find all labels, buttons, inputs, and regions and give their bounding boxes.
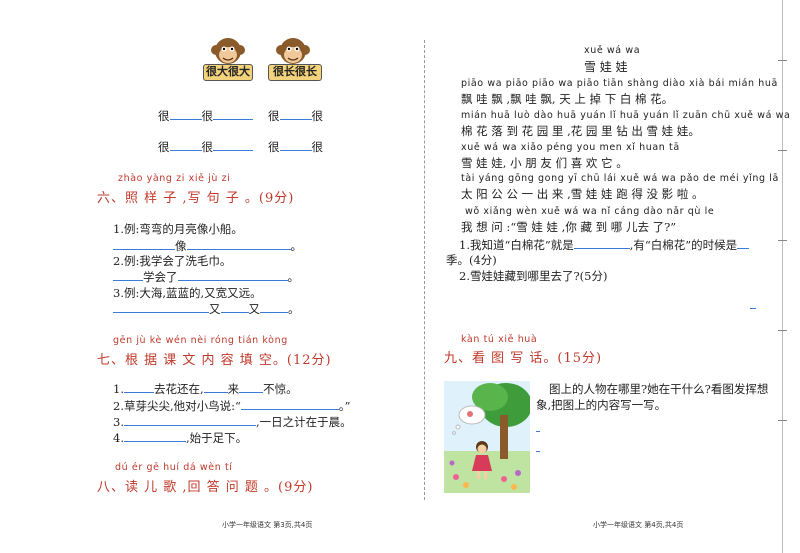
poem-line-2-pinyin: mián huā luò dào huā yuán lǐ huā yuán lǐ… <box>461 110 791 121</box>
section8-title: 八、读 儿 歌 ,回 答 问 题 。(9分) <box>97 480 314 495</box>
answer-line-mark <box>536 451 540 452</box>
fill-row-2b: 很很 <box>268 139 323 154</box>
blank-line[interactable] <box>113 238 175 250</box>
poem-line-3: 雪 娃 娃, 小 朋 友 们 喜 欢 它 。 <box>461 156 628 170</box>
example-2-answer: 学会了。 <box>113 269 299 285</box>
page-footer-right: 小学一年级语文 第4页,共4页 <box>593 521 684 529</box>
poem-line-4: 太 阳 公 公 一 出 来 ,雪 娃 娃 跑 得 没 影 啦 。 <box>461 187 704 201</box>
blank-line[interactable] <box>123 430 186 442</box>
question-7-2: 2.草芽尖尖,他对小鸟说:“。” <box>113 398 351 413</box>
blank-line[interactable] <box>279 108 312 120</box>
section8-pinyin: dú ér gē huí dá wèn tí <box>115 462 233 473</box>
blank-line[interactable] <box>177 269 288 281</box>
blank-line[interactable] <box>220 301 249 313</box>
blank-line[interactable] <box>213 139 253 151</box>
poem-line-4-pinyin: tài yáng gōng gong yī chū lái xuě wá wa … <box>461 173 779 184</box>
poem-question-2: 2.雪娃娃藏到哪里去了?(5分) <box>459 269 608 283</box>
question-7-4: 4.,始于足下。 <box>113 430 248 445</box>
page-footer-left: 小学一年级语文 第3页,共4页 <box>222 521 313 529</box>
example-1-answer: 像。 <box>113 238 302 254</box>
binding-tick <box>778 240 787 241</box>
blank-line[interactable] <box>240 398 339 410</box>
phrase-tag-1: 很大很大 <box>203 64 253 81</box>
blank-line[interactable] <box>213 108 253 120</box>
poem-line-2: 棉 花 落 到 花 园 里 ,花 园 里 钻 出 雪 娃 娃。 <box>461 124 700 138</box>
poem-line-5: 我 想 问 :“雪 娃 娃 ,你 藏 到 哪 儿去 了?” <box>461 220 677 234</box>
poem-question-1: 1.我知道“白棉花”就是,有“白棉花”的时候是 <box>459 237 750 253</box>
poem-line-3-pinyin: xuě wá wa xiǎo péng you men xǐ huan tā <box>461 142 680 153</box>
blank-line[interactable] <box>737 237 750 249</box>
section7-title: 七、根 据 课 文 内 容 填 空。(12分) <box>97 353 332 368</box>
girl-dreaming-illustration <box>444 381 530 493</box>
poem-line-5-pinyin: wǒ xiǎng wèn xuě wá wa nǐ cáng dào nǎr q… <box>465 206 715 217</box>
poem-question-1-end: 季。(4分) <box>446 253 497 267</box>
section7-pinyin: gēn jù kè wén nèi róng tián kòng <box>113 335 288 346</box>
blank-line[interactable] <box>123 381 154 393</box>
blank-line[interactable] <box>573 237 630 249</box>
blank-line[interactable] <box>203 381 228 393</box>
fill-row-2: 很很 <box>158 139 253 155</box>
blank-line[interactable] <box>186 238 291 250</box>
blank-line[interactable] <box>239 381 264 393</box>
poem-line-1-pinyin: piāo wa piāo piāo wa piāo tiān shàng dià… <box>461 78 778 89</box>
blank-line[interactable] <box>113 301 209 313</box>
poem-title-pinyin: xuě wá wa <box>584 45 641 56</box>
section9-pinyin: kàn tú xiě huà <box>461 334 538 345</box>
phrase-tag-2: 很长很长 <box>268 64 322 81</box>
fill-row-1b: 很很 <box>268 108 323 123</box>
example-3: 3.例:大海,蓝蓝的,又宽又远。 <box>113 286 262 300</box>
monkey-icon <box>211 38 245 64</box>
binding-tick <box>778 330 787 331</box>
binding-tick <box>778 150 787 151</box>
question-7-3: 3.,一日之计在于晨。 <box>113 414 352 429</box>
section6-title: 六、照 样 子 ,写 句 子 。(9分) <box>97 191 295 206</box>
blank-line[interactable] <box>169 108 202 120</box>
poem-line-1: 飘 哇 飘 ,飘 哇 飘, 天 上 掉 下 白 棉 花。 <box>461 92 674 106</box>
fill-row-1: 很很 <box>158 108 253 124</box>
blank-line[interactable] <box>169 139 202 151</box>
monkey-icon <box>276 38 310 64</box>
picture-prompt-line-2: 象,把图上的内容写一写。 <box>536 398 667 412</box>
answer-line-mark <box>750 308 756 309</box>
poem-title: 雪 娃 娃 <box>584 60 628 74</box>
blank-line[interactable] <box>260 301 288 313</box>
example-2: 2.例:我学会了洗毛巾。 <box>113 254 232 268</box>
section9-title: 九、看 图 写 话。(15分) <box>444 351 603 366</box>
page-divider <box>424 40 425 500</box>
blank-line[interactable] <box>279 139 312 151</box>
example-1: 1.例:弯弯的月亮像小船。 <box>113 222 243 236</box>
blank-line[interactable] <box>123 414 256 426</box>
section6-pinyin: zhào yàng zi xiě jù zi <box>118 173 231 184</box>
blank-line[interactable] <box>113 269 143 281</box>
example-3-answer: 又又。 <box>113 301 300 317</box>
binding-tick <box>778 420 787 421</box>
binding-tick <box>778 60 787 61</box>
answer-line-mark <box>536 431 540 432</box>
binding-edge <box>782 0 783 553</box>
picture-prompt-line-1: 图上的人物在哪里?她在干什么?看图发挥想 <box>549 382 769 396</box>
question-7-1: 1.去花还在,来不惊。 <box>113 381 298 396</box>
